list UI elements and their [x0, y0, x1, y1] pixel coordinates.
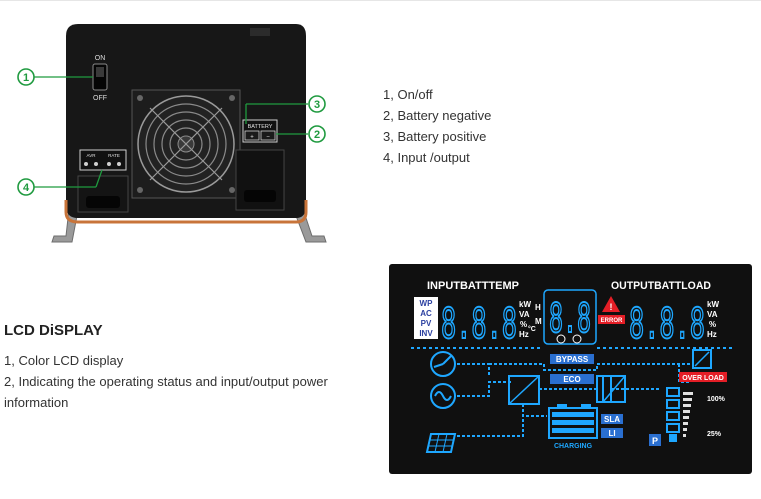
callout-1-number: 1: [23, 72, 29, 84]
lcd-mode-labels: WP AC PV INV: [414, 297, 438, 339]
lcd-charging-label: CHARGING: [554, 443, 593, 450]
lcd-center-box: [543, 289, 597, 345]
lcd-error-badge: [598, 315, 625, 324]
cooling-fan-icon: [131, 89, 241, 199]
battery-positive-terminal[interactable]: [244, 130, 260, 141]
lcd-section-description: 1, Color LCD display 2, Indicating the o…: [4, 350, 374, 413]
lcd-battery-icon: [548, 404, 598, 439]
battery-label: BATTERY: [248, 124, 273, 130]
lcd-desc-line-1: 1, Color LCD display: [4, 353, 124, 368]
inverter-rear-panel: ON OFF BATTERY + − AVR RATE 1 4 3: [17, 24, 327, 243]
lcd-center-digits: 8.8: [549, 296, 591, 342]
lcd-left-unit-celsius: °C: [528, 325, 536, 333]
lcd-sla-label: SLA: [604, 415, 620, 424]
lcd-right-digits: 8.8.8: [629, 299, 705, 348]
lcd-li-label: LI: [608, 429, 615, 438]
mode-inv: INV: [419, 329, 433, 338]
lcd-load-25-label: 25%: [707, 431, 722, 438]
lcd-error-mark: !: [610, 302, 613, 312]
lcd-left-digits: 8.8.8: [441, 299, 517, 348]
battery-negative-terminal[interactable]: [260, 130, 276, 141]
mode-pv: PV: [421, 319, 432, 328]
legend-item-on-off: 1, On/off: [383, 87, 433, 102]
lcd-eco-label: ECO: [563, 375, 580, 384]
power-switch-rocker: [96, 67, 104, 77]
lcd-minute-label: M: [535, 317, 542, 326]
lcd-hour-label: H: [535, 303, 541, 312]
battery-cable-port: [244, 190, 276, 202]
lcd-load-level-bars: [683, 392, 693, 437]
callout-4: [17, 178, 35, 196]
callout-2: [308, 125, 326, 143]
io-cable-port: [86, 196, 120, 208]
lcd-section-title: LCD DiSPLAY: [4, 322, 103, 339]
lcd-desc-line-2: 2, Indicating the operating status and i…: [4, 374, 328, 410]
legend-item-battery-negative: 2, Battery negative: [383, 108, 492, 123]
io-port-panel: [79, 149, 127, 171]
port-label-avr: AVR: [87, 153, 97, 158]
inverter-trim: [64, 200, 308, 224]
lcd-sla-badge: [601, 414, 623, 424]
lcd-right-unit-percent: %: [709, 320, 716, 329]
switch-on-label: ON: [95, 55, 106, 62]
lcd-wrench-icon: [572, 334, 582, 344]
lcd-overload-badge: [679, 372, 727, 382]
port-label-rate: RATE: [108, 153, 120, 158]
battery-plus-label: +: [250, 135, 254, 141]
top-divider: [0, 0, 761, 1]
lcd-left-unit-hz: Hz: [519, 330, 529, 339]
callout-4-number: 4: [23, 182, 30, 194]
lcd-left-unit-kw: kW: [519, 300, 531, 309]
mode-wp: WP: [420, 299, 434, 308]
lcd-eco-badge: [550, 374, 594, 384]
lcd-right-unit-va: VA: [707, 310, 718, 319]
panel-legend: 1, On/off 2, Battery negative 3, Battery…: [383, 84, 491, 168]
lcd-ac-grid-icon: [430, 383, 456, 409]
lcd-display-panel: INPUTBATTTEMP OUTPUTBATTLOAD WP AC PV IN…: [389, 264, 752, 474]
lcd-p-label: P: [652, 436, 658, 446]
switch-off-label: OFF: [93, 95, 107, 102]
legend-item-battery-positive: 3, Battery positive: [383, 129, 487, 144]
lcd-load-bulb-icon: [666, 387, 680, 442]
legend-item-input-output: 4, Input /output: [383, 150, 470, 165]
lcd-wind-turbine-icon: [430, 351, 456, 377]
callout-3: [308, 95, 326, 113]
lcd-error-label: ERROR: [601, 318, 623, 324]
lcd-mute-icon: [692, 349, 712, 369]
lcd-left-unit-percent: %: [520, 320, 527, 329]
callout-2-number: 2: [314, 129, 320, 141]
lcd-solar-panel-icon: [425, 433, 457, 453]
lcd-bypass-badge: [550, 354, 594, 364]
lcd-left-header: INPUTBATTTEMP: [427, 280, 519, 292]
lcd-overload-label: OVER LOAD: [682, 375, 724, 382]
lcd-right-unit-hz: Hz: [707, 330, 717, 339]
top-vent: [250, 28, 270, 36]
lcd-error-warning-icon: [602, 296, 620, 312]
lcd-left-unit-va: VA: [519, 310, 530, 319]
lcd-li-badge: [601, 428, 623, 438]
lcd-load-100-label: 100%: [707, 396, 726, 403]
callout-3-number: 3: [314, 99, 320, 111]
battery-minus-label: −: [266, 135, 270, 141]
lcd-inverter-icon: [508, 375, 540, 405]
lcd-p-badge: [649, 434, 661, 446]
lcd-right-header: OUTPUTBATTLOAD: [611, 280, 711, 292]
callout-1: [17, 68, 35, 86]
lcd-fan-icon: [556, 334, 566, 344]
lcd-right-unit-kw: kW: [707, 300, 719, 309]
lcd-bypass-label: BYPASS: [556, 355, 589, 364]
mode-ac: AC: [420, 309, 432, 318]
